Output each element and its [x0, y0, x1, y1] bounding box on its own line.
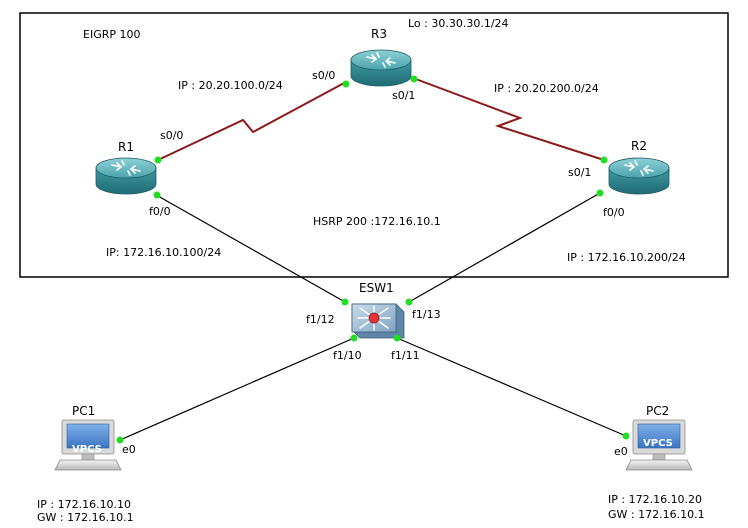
- net-r3-r2-label: IP : 20.20.200.0/24: [494, 82, 599, 95]
- router-r1-icon: [95, 157, 157, 195]
- port-pc2-e0: e0: [614, 445, 628, 458]
- pc1-name: PC1: [72, 404, 95, 418]
- eigrp-zone-box: [19, 12, 729, 278]
- eigrp-zone-label: EIGRP 100: [83, 28, 141, 41]
- net-r1-r3-label: IP : 20.20.100.0/24: [178, 79, 283, 92]
- port-pc1-e0: e0: [122, 443, 136, 456]
- port-r3-s0-0: s0/0: [312, 69, 335, 82]
- r3-loopback-label: Lo : 30.30.30.1/24: [408, 17, 509, 30]
- port-r1-s0-0: s0/0: [160, 129, 183, 142]
- link-r1-esw1[interactable]: [157, 195, 346, 303]
- port-esw-f1-13: f1/13: [412, 308, 441, 321]
- net-r2-esw-label: IP : 172.16.10.200/24: [567, 251, 686, 264]
- port-dot: [342, 80, 350, 88]
- port-r2-f0-0: f0/0: [603, 206, 625, 219]
- pc1-screen-text: VPCS: [72, 444, 102, 455]
- port-dot: [596, 189, 604, 197]
- router-r1[interactable]: R1: [95, 140, 157, 195]
- switch-esw1-name: ESW1: [359, 281, 394, 295]
- port-dot: [393, 334, 401, 342]
- port-esw-f1-10: f1/10: [333, 349, 362, 362]
- switch-esw1-icon: [351, 303, 405, 339]
- port-r1-f0-0: f0/0: [149, 205, 171, 218]
- router-r2-icon: [608, 157, 670, 195]
- router-r3-name: R3: [371, 27, 387, 41]
- pc-pc1[interactable]: VPCS PC1: [54, 404, 122, 471]
- hsrp-label: HSRP 200 :172.16.10.1: [313, 215, 441, 228]
- port-dot: [341, 298, 349, 306]
- port-r3-s0-1: s0/1: [392, 89, 415, 102]
- port-esw-f1-11: f1/11: [391, 349, 420, 362]
- router-r2[interactable]: R2: [608, 139, 670, 195]
- pc1-gw-label: GW : 172.16.10.1: [37, 511, 134, 524]
- link-r2-esw1[interactable]: [408, 192, 601, 303]
- link-r3-r2[interactable]: [412, 77, 605, 161]
- port-esw-f1-12: f1/12: [306, 313, 335, 326]
- port-status-dots: [116, 75, 630, 444]
- pc2-ip-label: IP : 172.16.10.20: [608, 493, 702, 506]
- router-r3[interactable]: R3: [350, 27, 412, 87]
- link-pc1-esw1[interactable]: [119, 337, 355, 441]
- port-dot: [154, 156, 162, 164]
- router-r1-name: R1: [118, 140, 134, 154]
- net-r1-esw-label: IP: 172.16.10.100/24: [106, 246, 221, 259]
- port-dot: [600, 156, 608, 164]
- link-pc2-esw1[interactable]: [396, 337, 627, 437]
- port-dot: [622, 432, 630, 440]
- pc2-name: PC2: [646, 404, 669, 418]
- pc2-screen-text: VPCS: [643, 438, 673, 449]
- link-r1-r3[interactable]: [157, 81, 347, 161]
- pc1-ip-label: IP : 172.16.10.10: [37, 498, 131, 511]
- port-dot: [350, 334, 358, 342]
- router-r3-icon: [350, 49, 412, 87]
- port-dot: [116, 436, 124, 444]
- port-dot: [410, 75, 418, 83]
- pc-pc2[interactable]: VPCS PC2: [625, 404, 693, 471]
- port-dot: [405, 298, 413, 306]
- router-r2-name: R2: [631, 139, 647, 153]
- pc2-gw-label: GW : 172.16.10.1: [608, 508, 705, 521]
- port-r2-s0-1: s0/1: [568, 166, 591, 179]
- port-dot: [153, 191, 161, 199]
- switch-esw1[interactable]: ESW1: [351, 281, 405, 339]
